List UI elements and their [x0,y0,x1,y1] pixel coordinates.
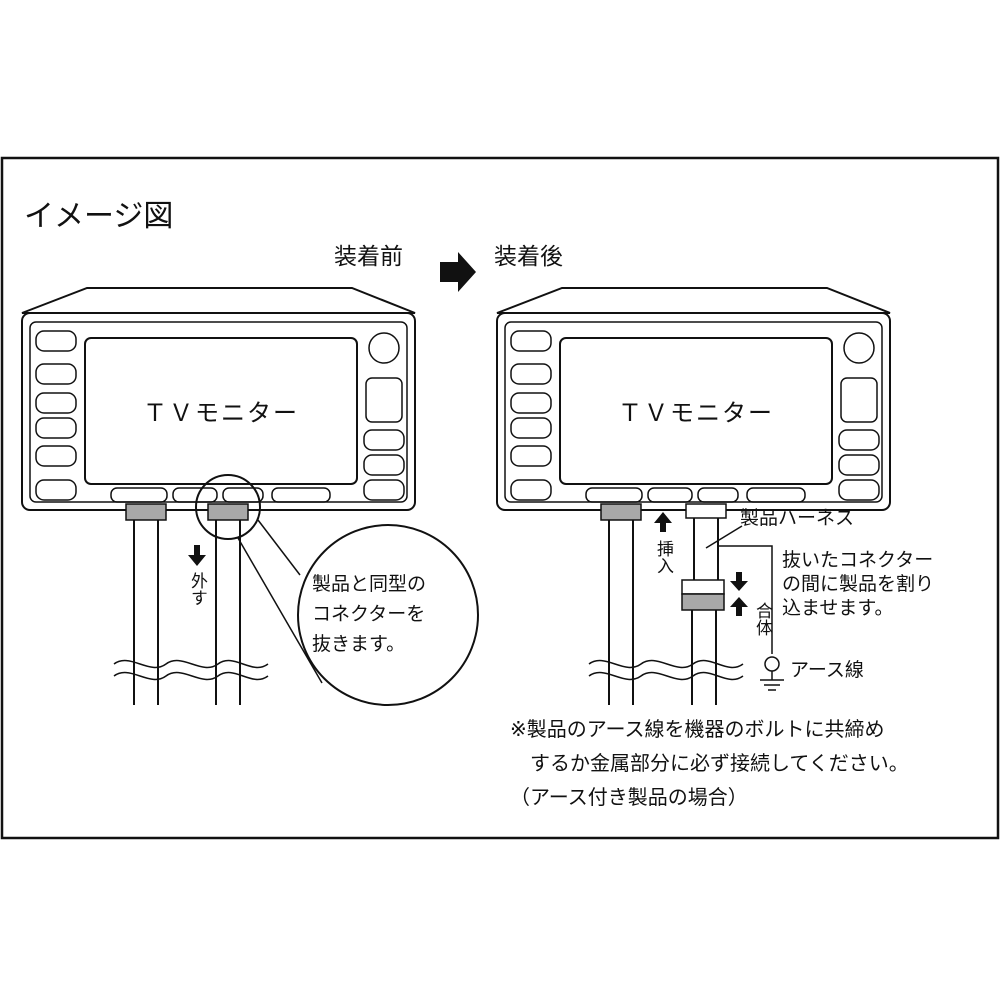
diagram-frame [0,156,1000,840]
ground-terminal-icon [760,656,784,691]
tv-slot [172,487,218,503]
before-label: 装着前 [334,244,403,270]
tv-monitor-after: ＴＶモニター [496,287,891,511]
harness-connector [681,579,725,595]
tv-knob [843,332,875,364]
cable-break-mark [588,659,744,669]
tv-button [35,417,77,439]
join-label: 合体 [752,602,773,636]
tv-button [838,454,880,476]
diagram-title: イメージ図 [24,199,173,234]
tv-button [35,445,77,467]
tv-button [510,417,552,439]
tv-button [35,330,77,352]
tv-button [840,377,878,423]
footnote-line: するか金属部分に必ず接続してください。 [530,751,909,775]
right-arrow-icon [440,252,476,292]
after-label: 装着後 [494,244,563,270]
tv-button [35,479,77,501]
harness-label: 製品ハーネス [740,507,854,529]
down-arrow-icon [188,545,206,566]
cable-break-mark [113,671,269,681]
up-arrow-icon [730,597,748,616]
remove-label: 外す [187,572,208,606]
tv-slot [222,487,264,503]
tv-button [363,479,405,501]
ground-wire [718,545,773,654]
tv-button [510,479,552,501]
harness-leader [705,525,743,549]
down-arrow-icon [730,572,748,591]
callout-line [257,519,301,576]
callout-text-line: 製品と同型の [312,573,426,595]
tv-button [838,479,880,501]
callout-text-line: 抜きます。 [312,633,405,655]
tv-button [510,330,552,352]
tv-label: ＴＶモニター [618,399,774,427]
tv-monitor-before: ＴＶモニター [21,287,416,511]
tv-slot [647,487,693,503]
tv-slot [110,487,168,503]
zoom-circle [195,474,261,540]
harness-assembly [681,503,727,705]
tv-button [363,454,405,476]
cable-after-1 [600,503,642,705]
tv-label: ＴＶモニター [143,399,299,427]
tv-knob [368,332,400,364]
cable-before-1 [125,503,167,705]
original-connector [681,593,725,611]
cable-break-mark [588,671,744,681]
tv-button [363,429,405,451]
callout-bubble [297,524,479,706]
interpose-text-line: 込ませます。 [782,597,894,619]
tv-slot [697,487,739,503]
tv-button [35,392,77,414]
ground-label: アース線 [790,659,864,681]
tv-button [510,392,552,414]
tv-slot [585,487,643,503]
interpose-text-line: 抜いたコネクター [782,549,933,571]
insert-label: 挿入 [653,540,674,574]
tv-button [510,363,552,385]
tv-button [35,363,77,385]
interpose-text-line: の間に製品を割り [782,573,934,595]
tv-button [510,445,552,467]
cable-before-2 [207,503,249,705]
footnote-line: ※製品のアース線を機器のボルトに共締め [510,717,885,741]
callout-line [237,537,323,684]
tv-screen [84,337,358,485]
footnote-line: （アース付き製品の場合） [510,785,748,809]
up-arrow-icon [654,512,672,532]
tv-button [365,377,403,423]
cable-break-mark [113,659,269,669]
tv-button [838,429,880,451]
tv-slot [746,487,806,503]
callout-text-line: コネクターを [312,603,425,625]
tv-screen [559,337,833,485]
tv-slot [271,487,331,503]
